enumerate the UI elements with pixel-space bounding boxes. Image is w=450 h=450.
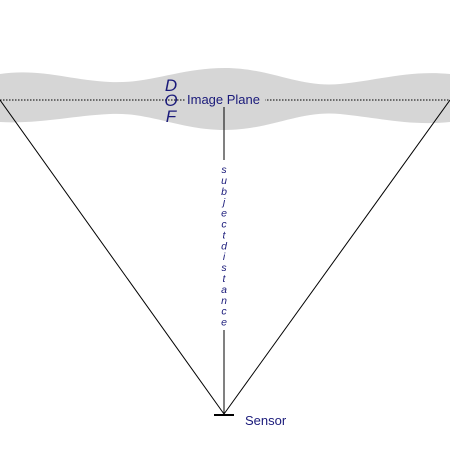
subject-distance-letter: n (221, 295, 227, 307)
dof-letter-d: D (165, 76, 177, 95)
subject-distance-letter: s (221, 262, 227, 274)
subject-distance-letter: c (221, 219, 227, 231)
subject-distance-letter: t (223, 229, 227, 241)
subject-distance-letter: s (221, 164, 227, 176)
dof-letter-f: F (166, 107, 178, 126)
right-view-edge (223, 99, 450, 415)
dof-letter-o: O (164, 91, 177, 110)
left-view-edge (0, 99, 225, 415)
sensor-label: Sensor (245, 413, 287, 428)
subject-distance-letter: b (221, 186, 227, 198)
subject-distance-letter: j (221, 197, 226, 209)
subject-distance-letter: e (221, 208, 227, 220)
subject-distance-letter: t (223, 273, 227, 285)
subject-distance-letter: u (221, 175, 227, 187)
subject-distance-letter: i (223, 251, 226, 263)
subject-distance-letter: a (221, 284, 227, 296)
image-plane-label: Image Plane (187, 92, 260, 107)
subject-distance-letter: e (221, 317, 227, 329)
image-plane-label-bg (185, 92, 265, 107)
subject-distance-letter: d (221, 240, 228, 252)
subject-distance-letter: c (221, 306, 227, 318)
